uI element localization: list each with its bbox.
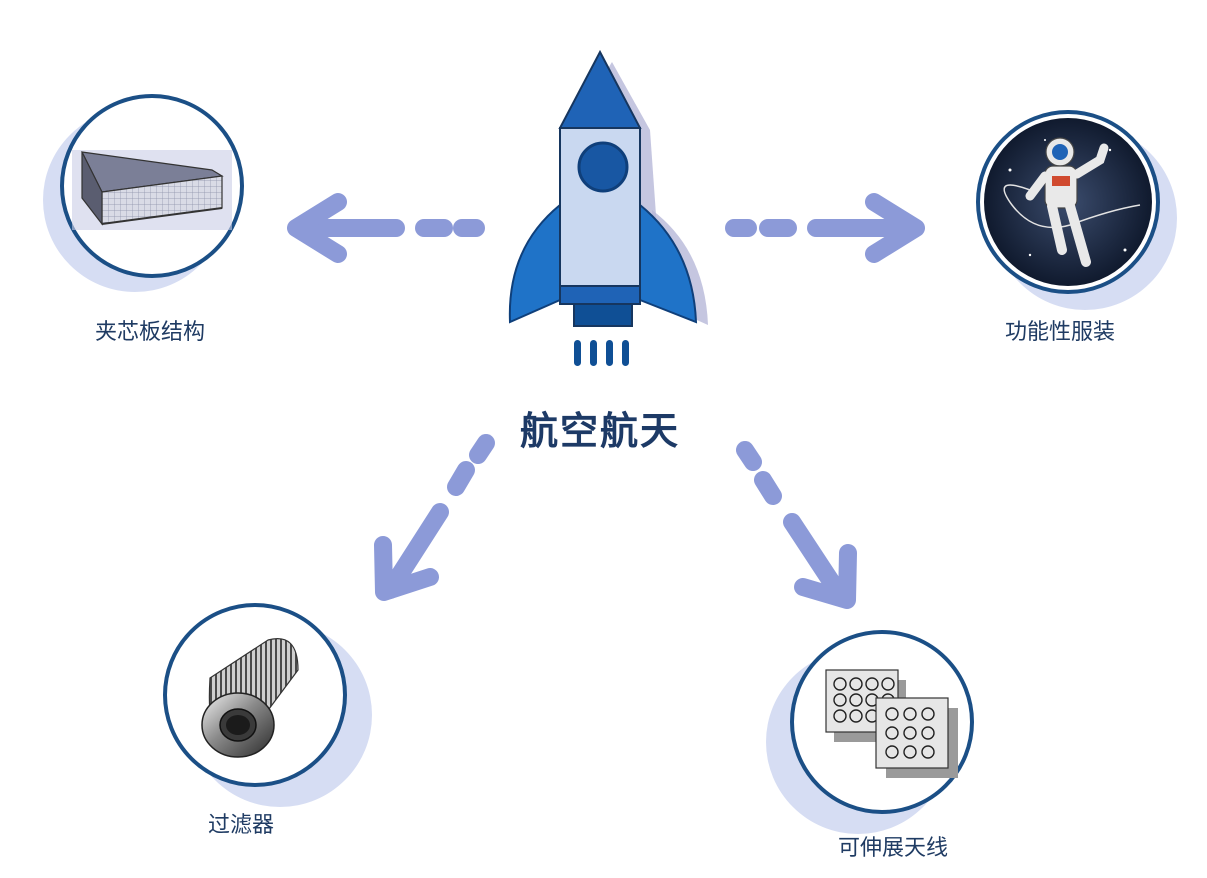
label-functional-clothing: 功能性服装	[1005, 320, 1116, 345]
node-filter	[163, 603, 372, 807]
center-title: 航空航天	[520, 409, 681, 453]
arrow-right	[725, 193, 925, 263]
label-antenna: 可伸展天线	[838, 836, 949, 861]
filter-cylinder-icon	[201, 638, 299, 758]
expandable-antenna-icon	[825, 669, 958, 778]
node-astronaut	[976, 110, 1177, 310]
rocket-icon	[508, 49, 708, 366]
node-antenna	[766, 630, 974, 834]
astronaut-icon	[984, 118, 1152, 286]
arrow-left	[287, 193, 485, 263]
label-filter: 过滤器	[208, 813, 275, 838]
arrow-down-left	[374, 434, 495, 601]
label-sandwich-panel: 夹芯板结构	[95, 320, 206, 345]
sandwich-panel-icon	[72, 150, 232, 230]
arrow-down-right	[736, 441, 857, 609]
node-sandwich-panel	[43, 94, 244, 292]
